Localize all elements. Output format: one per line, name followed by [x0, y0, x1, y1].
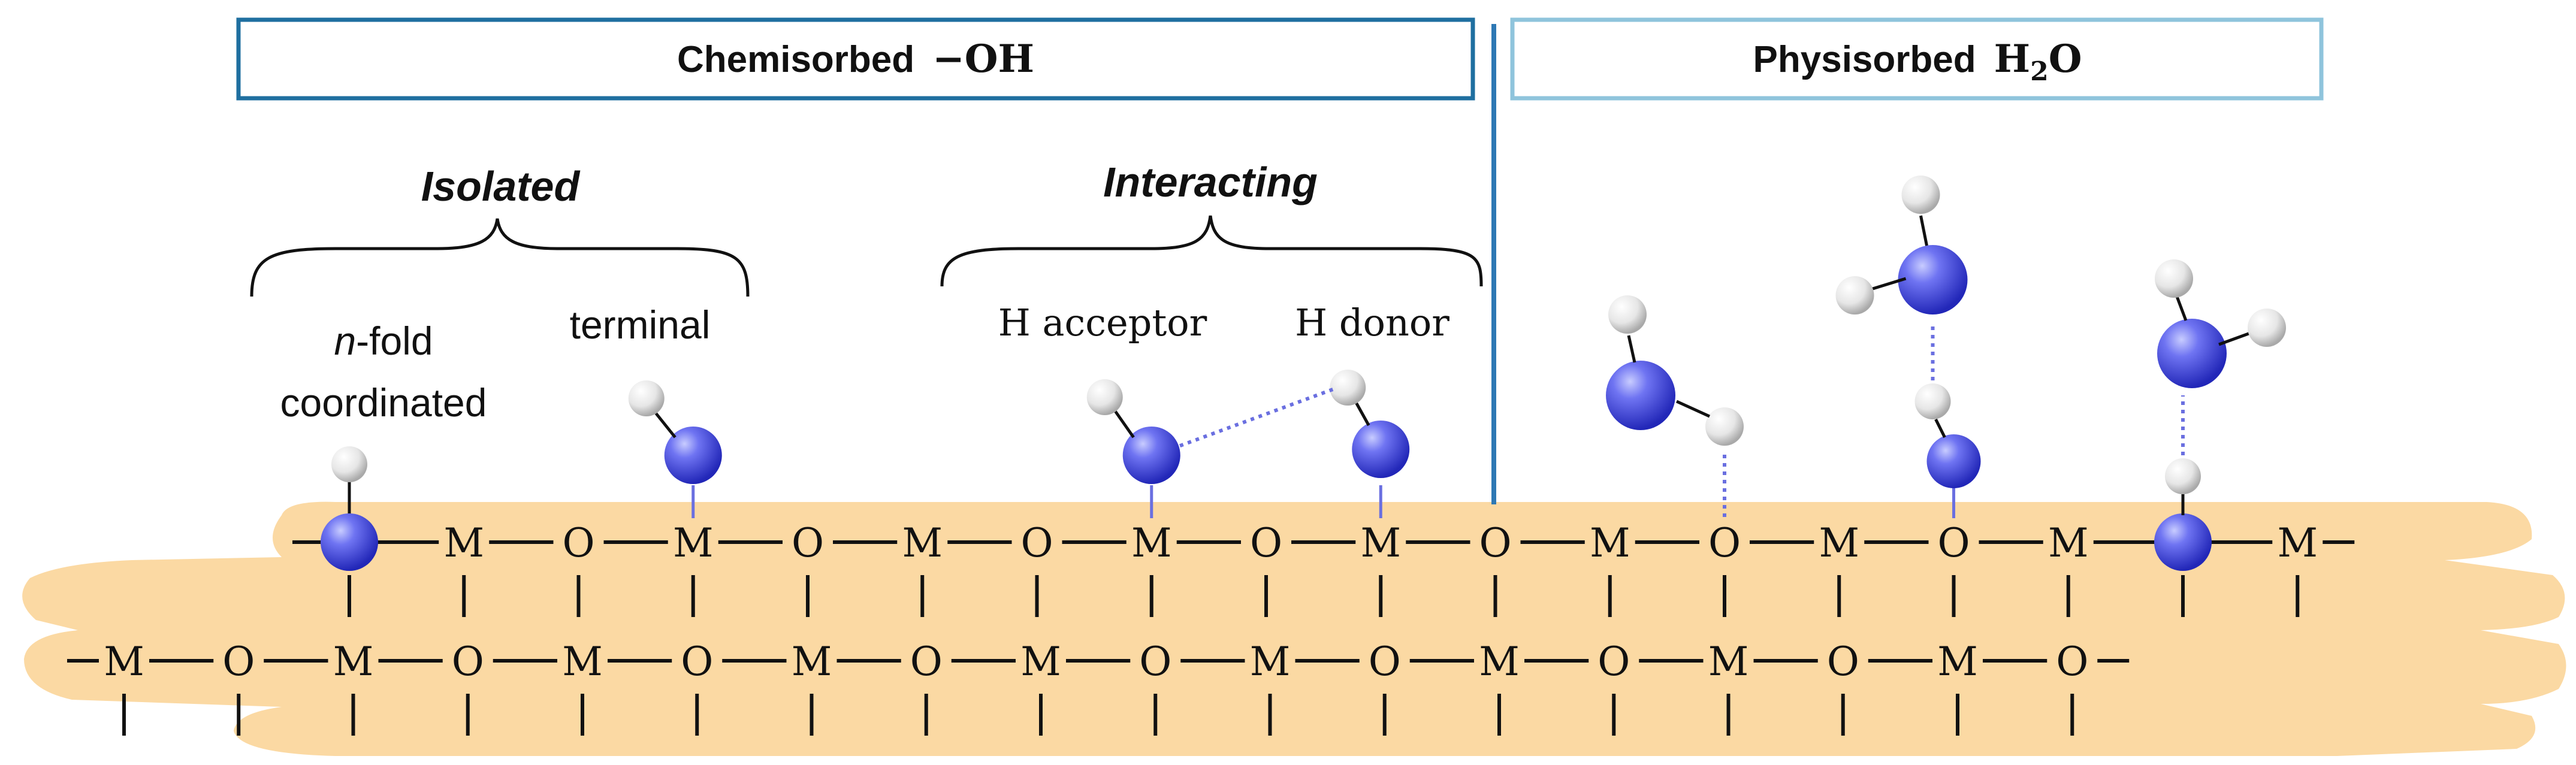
metal-atom-label: M	[333, 639, 374, 685]
oxygen-atom-label: O	[910, 639, 943, 685]
water3-oxygen	[2157, 319, 2227, 388]
brace-interacting	[940, 215, 1483, 287]
water3-hydrogen-right	[2248, 309, 2286, 347]
oxygen-atom-label: O	[1937, 520, 1970, 566]
oh-bond	[2175, 296, 2188, 321]
oxygen-atom-label: O	[452, 639, 484, 685]
metal-atom-label: M	[1479, 639, 1520, 685]
oxygen-atom-label: O	[1250, 520, 1282, 566]
oh-bond	[1919, 215, 1928, 246]
physisorbed-header-box	[1510, 17, 2324, 101]
oh-bond	[1866, 277, 1907, 292]
metal-atom-label: M	[1708, 639, 1749, 685]
physisorbed-header-text: Physisorbed	[1753, 39, 1976, 80]
oxygen-atom-label: O	[1479, 520, 1511, 566]
oxygen-atom-label: O	[562, 520, 594, 566]
water1-hydrogen-top	[1608, 295, 1647, 334]
water1-hydrogen-bottom	[1705, 407, 1744, 446]
oxygen-atom-label: O	[1597, 639, 1630, 685]
label-h-donor: H donor	[1295, 301, 1449, 344]
metal-atom-label: M	[1819, 520, 1859, 566]
metal-atom-label: M	[1590, 520, 1630, 566]
group-label-isolated: Isolated	[421, 163, 581, 210]
water2-hydrogen-top	[1901, 176, 1940, 214]
group-label-interacting: Interacting	[1103, 159, 1318, 205]
metal-atom-label: M	[2277, 520, 2318, 566]
oxide-lattice: M O M O M O M O M O M O M O M M M O M O M O M O M O M O M O M O M O	[67, 520, 2355, 736]
hydrogen-atom-terminal	[628, 380, 665, 416]
chemisorbed-header: Chemisorbed −OH	[677, 37, 1034, 81]
metal-atom-label: M	[104, 639, 144, 685]
label-h-acceptor: H acceptor	[998, 301, 1207, 344]
oh-bond	[2218, 331, 2252, 346]
water1-oxygen	[1606, 361, 1675, 430]
chemisorbed-header-text: Chemisorbed	[677, 39, 914, 80]
label-coordinated: coordinated	[280, 380, 487, 425]
hydrogen-bond	[1177, 388, 1334, 448]
oh-bond	[1675, 400, 1711, 418]
water2-surface-oxygen	[1926, 434, 1981, 488]
metal-atom-label: M	[673, 520, 714, 566]
oxygen-atom-label: O	[792, 520, 824, 566]
water2-surface-hydrogen	[1914, 383, 1951, 419]
water3-hydrogen-top	[2155, 259, 2193, 298]
oxygen-atom-terminal	[664, 427, 722, 484]
physisorbed-formula-sub: 2	[2030, 56, 2049, 87]
water2-oxygen	[1898, 245, 1968, 315]
metal-atom-label: M	[1250, 639, 1291, 685]
chemisorbed-header-box	[236, 17, 1475, 101]
water3-surface-oxygen	[2154, 513, 2212, 571]
oxygen-atom-label: O	[2056, 639, 2088, 685]
oh-bond	[1627, 335, 1636, 363]
hydrogen-atom-donor	[1330, 370, 1366, 406]
metal-atom-label: M	[1131, 520, 1172, 566]
metal-atom-label: M	[562, 639, 603, 685]
label-nfold-rest: -fold	[356, 319, 433, 363]
physisorbed-formula-o: O	[2049, 37, 2082, 81]
oxygen-atom-label: O	[1708, 520, 1741, 566]
physisorbed-formula-h: H	[1994, 37, 2030, 81]
metal-atom-label: M	[792, 639, 832, 685]
water3-surface-hydrogen	[2165, 458, 2201, 494]
hydrogen-atom-nfold	[331, 446, 367, 482]
oxygen-atom-label: O	[681, 639, 713, 685]
chemisorbed-formula: −OH	[932, 37, 1034, 81]
hydrogen-atom-acceptor	[1086, 379, 1123, 415]
oh-bond	[1934, 418, 1946, 439]
oxygen-atom-label: O	[1369, 639, 1401, 685]
water2-hydrogen-left	[1835, 276, 1874, 315]
oxygen-atom-nfold	[321, 513, 378, 571]
substrate-slab	[22, 501, 2566, 756]
brace-isolated	[250, 218, 750, 297]
metal-atom-label: M	[1937, 639, 1978, 685]
adsorbed-species	[321, 176, 2286, 571]
oxygen-atom-label: O	[1020, 520, 1053, 566]
label-nfold-n: n	[334, 319, 356, 363]
metal-atom-label: M	[1020, 639, 1061, 685]
label-nfold: n-fold	[334, 319, 433, 363]
oxygen-atom-donor	[1352, 421, 1410, 478]
oxygen-atom-label: O	[1139, 639, 1171, 685]
oxygen-atom-label: O	[222, 639, 255, 685]
oh-bond	[1111, 406, 1135, 439]
metal-atom-label: M	[902, 520, 943, 566]
oxygen-atom-acceptor	[1122, 427, 1180, 484]
metal-atom-label: M	[2048, 520, 2089, 566]
metal-atom-label: M	[443, 520, 484, 566]
oxygen-atom-label: O	[1827, 639, 1859, 685]
label-terminal: terminal	[570, 303, 711, 347]
physisorbed-header: Physisorbed H2O	[1753, 37, 2082, 87]
metal-atom-label: M	[1360, 520, 1401, 566]
